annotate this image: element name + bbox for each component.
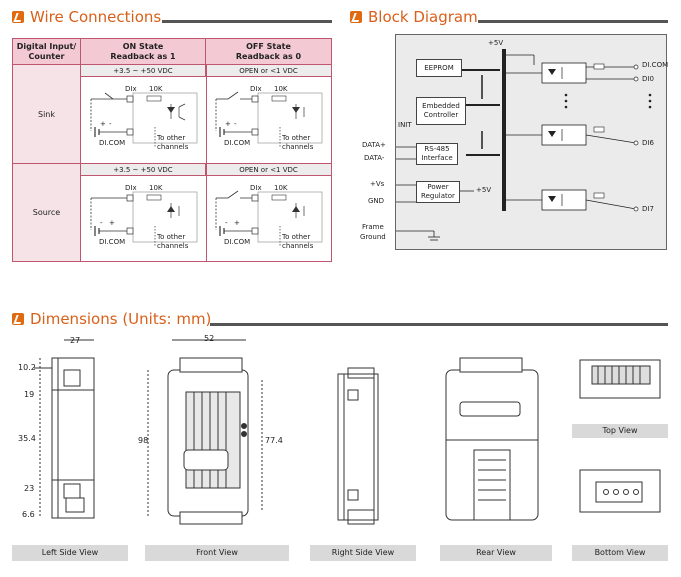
power-line1: Power bbox=[427, 183, 449, 191]
section-title: Block Diagram bbox=[368, 8, 478, 26]
to-other-label: To other bbox=[282, 233, 311, 241]
minus-label: - bbox=[225, 219, 228, 227]
source-on-condition: +3.5 ~ +50 VDC bbox=[81, 164, 206, 176]
source-off-condition: OPEN or <1 VDC bbox=[206, 164, 331, 176]
to-other-label: To other bbox=[282, 134, 311, 142]
on-readback-label: Readback as 1 bbox=[110, 51, 176, 61]
resistor-label: 10K bbox=[274, 184, 288, 192]
edit-icon bbox=[350, 11, 362, 23]
resistor-label: 10K bbox=[274, 85, 288, 93]
right-side-view-label: Right Side View bbox=[310, 545, 416, 561]
source-off-circuit: DIx 10K - + DI.COM To other channels bbox=[210, 178, 328, 260]
section-rule bbox=[478, 20, 668, 23]
dim-front-width: 52 bbox=[204, 334, 215, 343]
vs-label: +Vs bbox=[370, 180, 385, 188]
wire-connections-table: Digital Input/ Counter ON State Readback… bbox=[12, 38, 332, 262]
power-line2: Regulator bbox=[421, 192, 455, 200]
dim-10-2: 10.2 bbox=[18, 363, 36, 372]
gnd-label: GND bbox=[368, 197, 385, 205]
section-rule bbox=[162, 20, 332, 23]
dicom-label: DI.COM bbox=[99, 139, 126, 147]
top-view-label: Top View bbox=[572, 424, 668, 438]
to-other-label: To other bbox=[157, 233, 186, 241]
data-plus-label: DATA+ bbox=[362, 141, 386, 149]
block-diagram-panel: +5V EEPROM Embedded Controller INIT RS-4… bbox=[395, 34, 669, 250]
sink-off-condition: OPEN or <1 VDC bbox=[206, 65, 331, 77]
channels-label: channels bbox=[282, 143, 314, 151]
dim-23: 23 bbox=[24, 484, 35, 493]
ground-label: Ground bbox=[360, 233, 386, 241]
bottom-view-label: Bottom View bbox=[572, 545, 668, 561]
plus-label: + bbox=[234, 219, 240, 227]
row-label-source: Source bbox=[13, 164, 81, 261]
dimension-drawings bbox=[34, 339, 661, 525]
off-state-label: OFF State bbox=[246, 41, 291, 51]
section-title: Dimensions (Units: mm) bbox=[30, 310, 212, 328]
frame-label: Frame bbox=[362, 223, 384, 231]
rs485-line1: RS-485 bbox=[424, 145, 450, 153]
v5-out-label: +5V bbox=[476, 186, 492, 194]
channels-label: channels bbox=[282, 242, 314, 250]
edit-icon bbox=[12, 313, 24, 325]
source-on-circuit: DIx 10K - + DI.COM To other channels bbox=[85, 178, 203, 260]
section-rule bbox=[210, 323, 668, 326]
channels-label: channels bbox=[157, 143, 189, 151]
dicom-label: DI.COM bbox=[99, 238, 126, 246]
to-other-label: To other bbox=[157, 134, 186, 142]
plus-label: + bbox=[109, 219, 115, 227]
di0-terminal-label: DI0 bbox=[642, 75, 654, 83]
dicom-label: DI.COM bbox=[224, 139, 251, 147]
di7-terminal-label: DI7 bbox=[642, 205, 654, 213]
on-state-label: ON State bbox=[122, 41, 164, 51]
resistor-label: 10K bbox=[149, 85, 163, 93]
section-title: Wire Connections bbox=[30, 8, 162, 26]
dix-label: DIx bbox=[250, 184, 262, 192]
di6-terminal-label: DI6 bbox=[642, 139, 654, 147]
v5-top-label: +5V bbox=[488, 39, 504, 47]
block-diagram-header: Block Diagram bbox=[350, 8, 478, 26]
minus-label: - bbox=[109, 120, 112, 128]
sink-on-condition: +3.5 ~ +50 VDC bbox=[81, 65, 206, 77]
rs485-line2: Interface bbox=[421, 154, 453, 162]
controller-line1: Embedded bbox=[422, 102, 460, 110]
eeprom-box: EEPROM bbox=[416, 59, 462, 77]
data-minus-label: DATA- bbox=[364, 154, 385, 162]
dim-6-6: 6.6 bbox=[22, 510, 35, 519]
sink-on-circuit: DIx 10K + - DI.COM To other channels bbox=[85, 79, 203, 161]
sink-off-circuit: DIx 10K + - DI.COM To other channels bbox=[210, 79, 328, 161]
table-header-on: ON State Readback as 1 bbox=[81, 39, 206, 65]
dicom-terminal-label: DI.COM bbox=[642, 61, 669, 69]
dim-side-width: 27 bbox=[70, 336, 81, 345]
power-regulator-box: Power Regulator bbox=[416, 181, 460, 203]
row-label-sink: Sink bbox=[13, 65, 81, 163]
dim-19: 19 bbox=[24, 390, 35, 399]
off-readback-label: Readback as 0 bbox=[235, 51, 302, 61]
dim-35-4: 35.4 bbox=[18, 434, 36, 443]
rear-view-label: Rear View bbox=[440, 545, 552, 561]
controller-line2: Controller bbox=[423, 111, 459, 119]
dix-label: DIx bbox=[125, 184, 137, 192]
table-header-off: OFF State Readback as 0 bbox=[206, 39, 331, 65]
dim-77-4: 77.4 bbox=[265, 436, 283, 445]
dimensions-header: Dimensions (Units: mm) bbox=[12, 310, 211, 328]
dicom-label: DI.COM bbox=[224, 238, 251, 246]
minus-label: - bbox=[100, 219, 103, 227]
wire-connections-header: Wire Connections bbox=[12, 8, 161, 26]
controller-box: Embedded Controller bbox=[416, 97, 466, 125]
dix-label: DIx bbox=[125, 85, 137, 93]
dix-label: DIx bbox=[250, 85, 262, 93]
edit-icon bbox=[12, 11, 24, 23]
rs485-box: RS-485 Interface bbox=[416, 143, 458, 165]
front-view-label: Front View bbox=[145, 545, 289, 561]
left-side-view-label: Left Side View bbox=[12, 545, 128, 561]
plus-label: + bbox=[225, 120, 231, 128]
dim-98: 98 bbox=[138, 436, 149, 445]
minus-label: - bbox=[234, 120, 237, 128]
channels-label: channels bbox=[157, 242, 189, 250]
plus-label: + bbox=[100, 120, 106, 128]
resistor-label: 10K bbox=[149, 184, 163, 192]
init-label: INIT bbox=[398, 121, 412, 129]
table-header-input: Digital Input/ Counter bbox=[13, 39, 81, 65]
